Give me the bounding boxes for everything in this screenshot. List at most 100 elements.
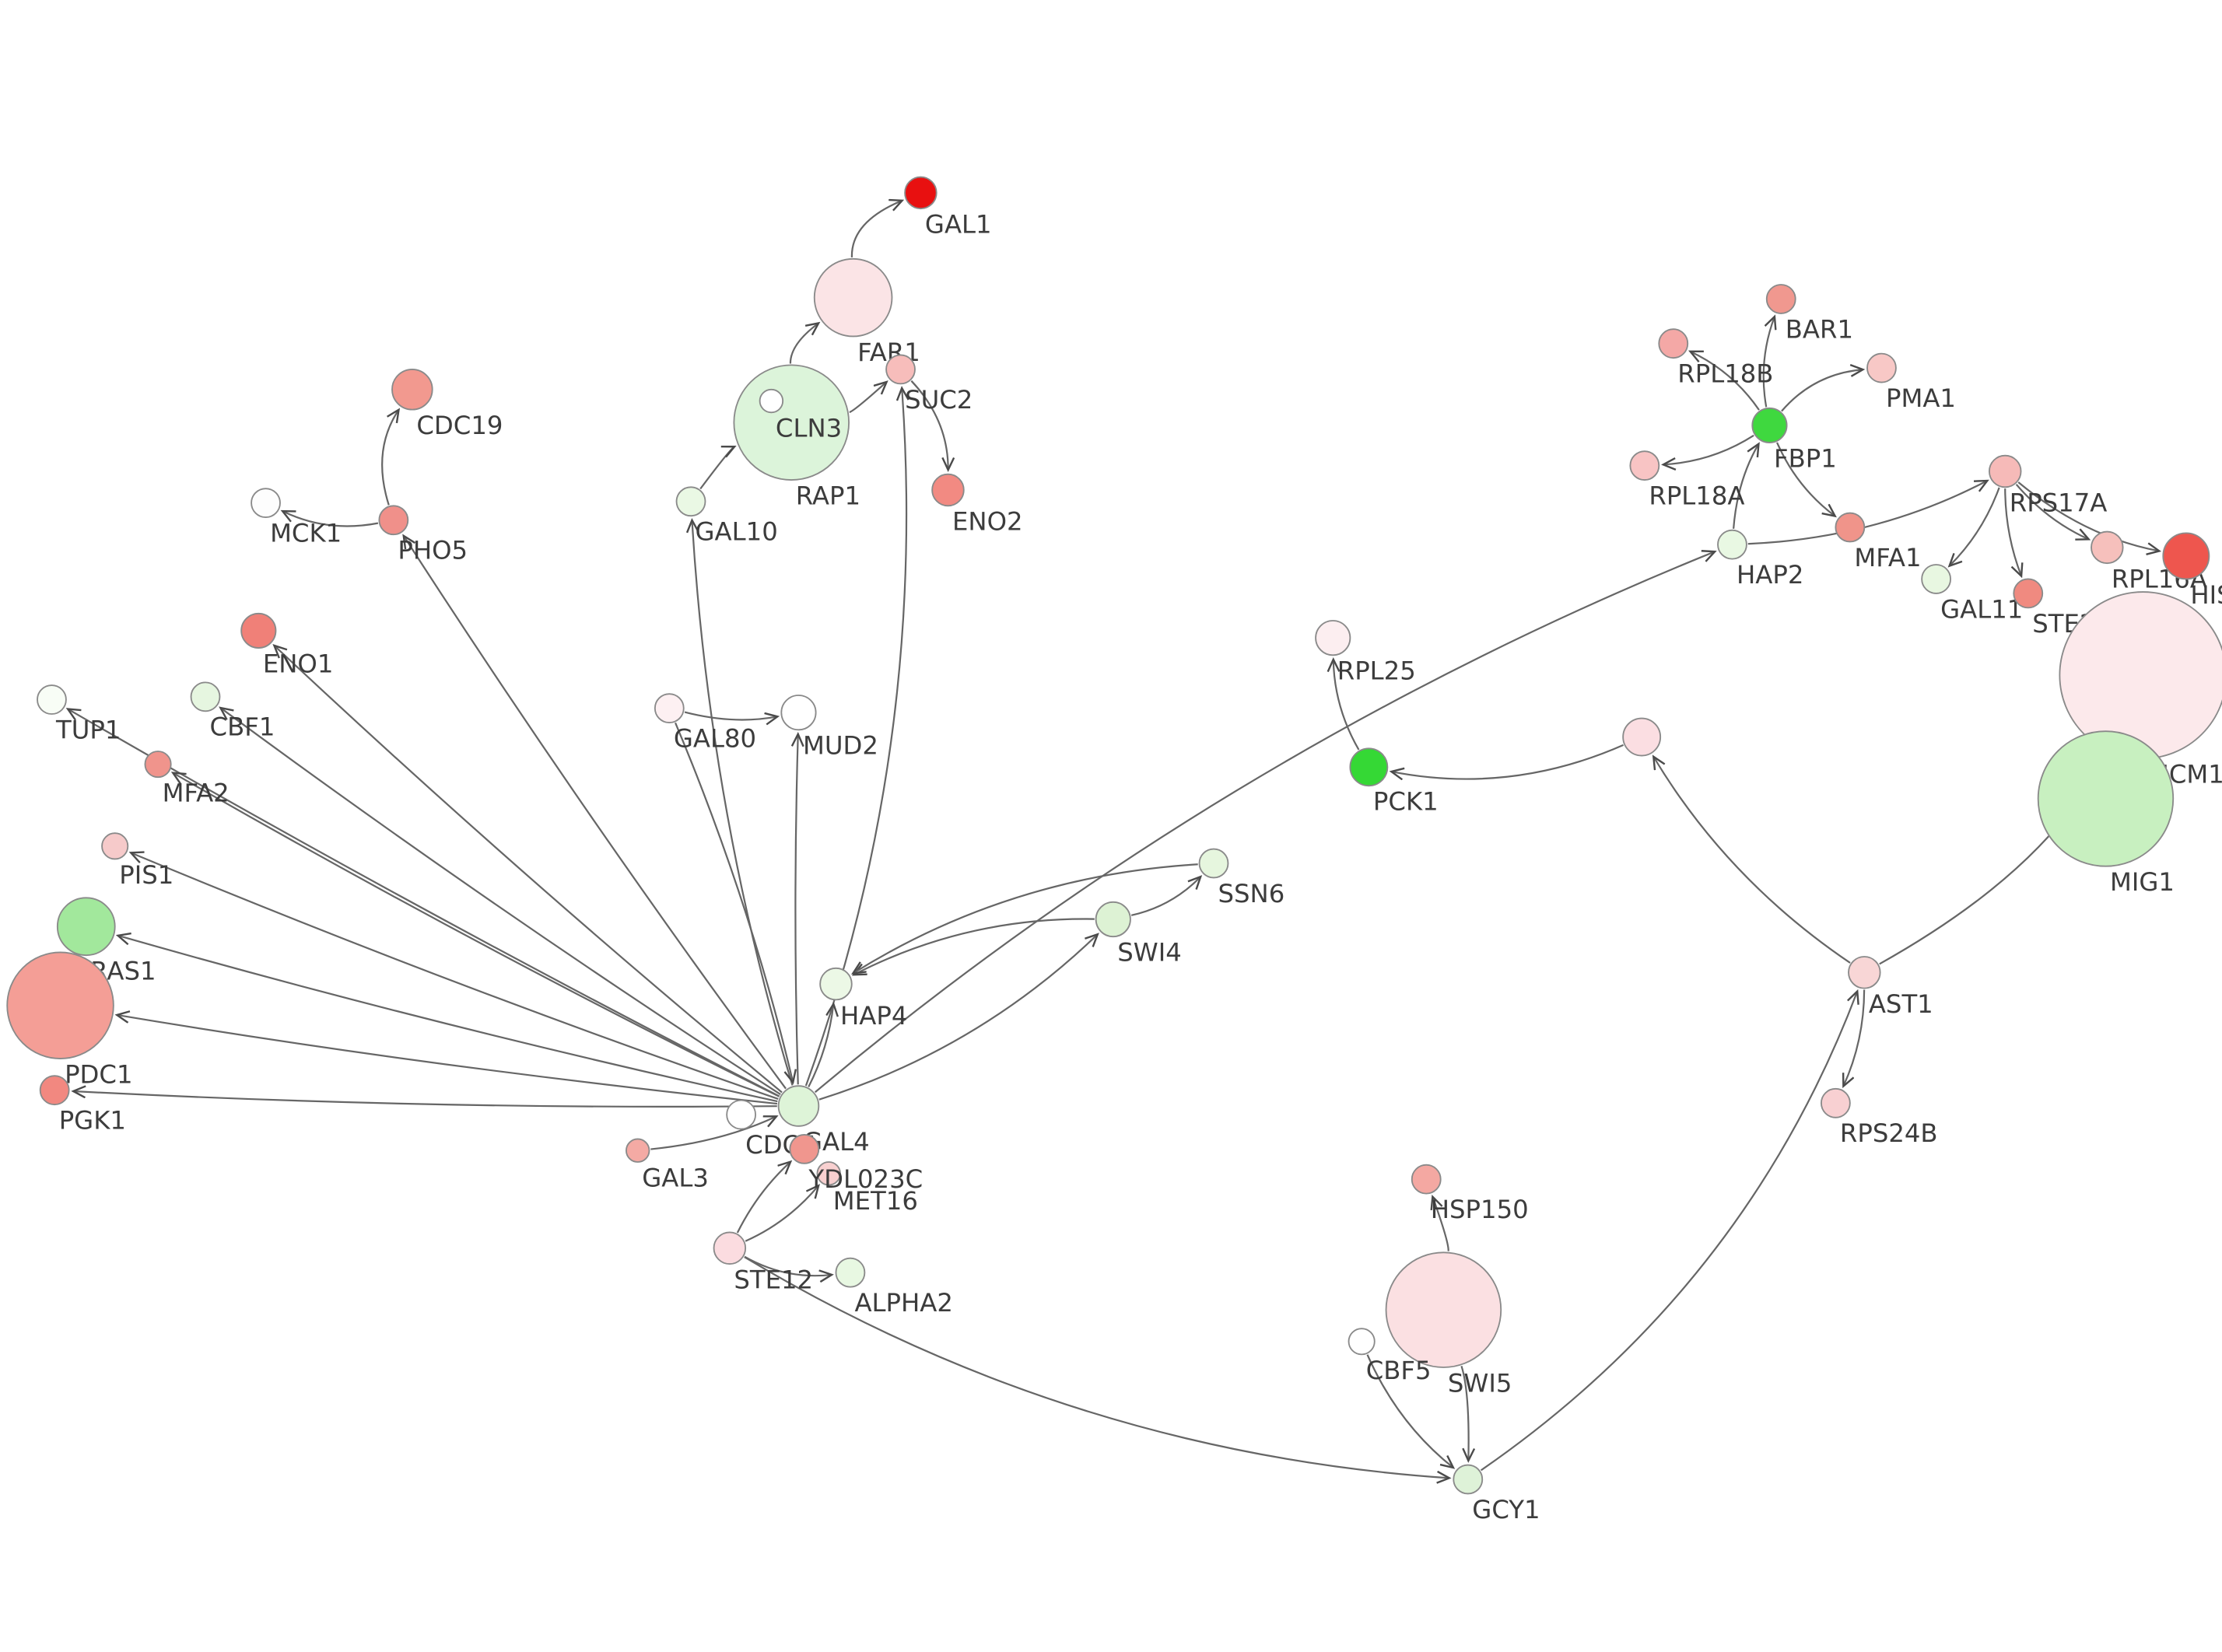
node-pgk1[interactable]: PGK1 [39,1075,126,1136]
edge-gal4-mfa2[interactable] [173,773,780,1097]
edge-rps17a-his4[interactable] [2017,481,2159,551]
node-rps24b[interactable]: RPS24B [1821,1087,1938,1148]
edge-unnamed1-pck1[interactable] [1391,744,1624,779]
edge-ast1-rps24b[interactable] [1843,989,1866,1086]
node-alpha2[interactable]: ALPHA2 [835,1257,953,1318]
node-cbf1[interactable]: CBF1 [190,681,275,742]
node-hap2[interactable]: HAP2 [1717,529,1803,590]
node-gal4[interactable]: GAL4 [777,1085,870,1157]
node-circle-ste2[interactable] [2013,578,2044,609]
node-eno2[interactable]: ENO2 [931,473,1023,537]
edge-far1-gal1[interactable] [850,201,902,257]
node-circle-swi5[interactable] [1385,1251,1502,1368]
edge-suc2-eno2[interactable] [910,380,948,470]
node-cbf5[interactable]: CBF5 [1348,1328,1432,1385]
edge-cbf5-gcy1[interactable] [1366,1354,1453,1468]
edge-rap1-far1[interactable] [789,323,818,364]
edge-ste12-alpha2[interactable] [744,1255,832,1276]
edge-fbp1-bar1[interactable] [1762,317,1775,408]
node-circle-bar1[interactable] [1765,284,1796,314]
edge-gal4-pgk1[interactable] [73,1091,777,1108]
edge-rps17a-rpl16a[interactable] [2015,484,2089,540]
node-circle-mud2[interactable] [780,695,817,731]
node-rpl18b[interactable]: RPL18B [1658,328,1773,389]
node-circle-suc2[interactable] [885,354,916,385]
node-circle-gcy1[interactable] [1453,1464,1484,1495]
node-circle-cbf5[interactable] [1348,1328,1376,1356]
node-circle-pdc1[interactable] [6,951,114,1060]
edge-fbp1-rpl18a[interactable] [1663,434,1754,464]
node-circle-gal10[interactable] [675,486,706,517]
node-his4[interactable]: HIS4 [2162,532,2222,610]
edge-pck1-rpl25[interactable] [1334,660,1360,751]
edge-gal80-gal4[interactable] [675,722,793,1082]
node-circle-mfa1[interactable] [1835,512,1866,543]
edge-ste12-gcy1[interactable] [744,1256,1449,1478]
node-mfa2[interactable]: MFA2 [144,751,230,808]
edge-gal10-rap1[interactable] [699,446,734,490]
edge-swi5-gcy1[interactable] [1460,1366,1468,1461]
node-circle-mfa2[interactable] [144,751,172,779]
edge-gal4-eno1[interactable] [274,646,783,1094]
node-circle-gal4[interactable] [777,1085,820,1127]
edge-ste12-ydl023c[interactable] [736,1162,790,1234]
edge-gal4-hap2[interactable] [814,551,1715,1094]
node-gal11[interactable]: GAL11 [1921,564,2023,624]
node-ste12[interactable]: STE12 [713,1231,814,1294]
edge-rps17a-ste2[interactable] [2004,488,2021,576]
edge-gcy1-ast1[interactable] [1480,991,1858,1472]
edge-hap2-rps17a[interactable] [1747,481,1988,545]
node-circle-pis1[interactable] [101,832,129,860]
edge-swi4-hap4[interactable] [853,918,1095,975]
node-cln3[interactable]: CLN3 [759,388,843,443]
edge-fbp1-pma1[interactable] [1781,369,1863,412]
node-rpl25[interactable]: RPL25 [1315,620,1416,686]
node-circle-cdc6[interactable] [726,1099,756,1130]
node-circle-eno2[interactable] [931,473,965,507]
node-circle-gal3[interactable] [626,1138,650,1163]
node-pis1[interactable]: PIS1 [101,832,173,890]
node-hap4[interactable]: HAP4 [819,967,907,1031]
node-circle-gal1[interactable] [904,176,938,210]
node-gcy1[interactable]: GCY1 [1453,1464,1540,1524]
node-circle-pma1[interactable] [1866,352,1897,383]
node-circle-mcm1[interactable] [2059,591,2222,760]
node-circle-ras1[interactable] [56,897,116,957]
node-circle-his4[interactable] [2162,532,2210,580]
edge-pho5-cdc19[interactable] [381,410,398,506]
node-circle-pck1[interactable] [1349,747,1389,787]
node-circle-eno1[interactable] [240,612,277,649]
node-circle-cln3[interactable] [759,388,784,414]
edge-gal4-ras1[interactable] [118,936,778,1103]
edge-swi4-ssn6[interactable] [1130,877,1200,916]
node-rpl18a[interactable]: RPL18A [1629,450,1744,510]
node-mud2[interactable]: MUD2 [780,695,878,761]
node-pdc1[interactable]: PDC1 [6,951,133,1089]
node-pck1[interactable]: PCK1 [1349,747,1439,817]
node-circle-cdc19[interactable] [391,369,433,411]
edge-gal4-pis1[interactable] [131,852,779,1101]
edge-hap2-fbp1[interactable] [1733,444,1758,529]
node-mfa1[interactable]: MFA1 [1835,512,1922,572]
node-circle-rpl25[interactable] [1315,620,1351,656]
node-circle-mig1[interactable] [2037,730,2175,867]
node-gal10[interactable]: GAL10 [675,486,778,547]
node-gal80[interactable]: GAL80 [654,693,756,753]
node-circle-fbp1[interactable] [1751,407,1788,443]
node-circle-tup1[interactable] [37,684,67,715]
node-circle-ssn6[interactable] [1198,848,1229,879]
node-unnamed1[interactable] [1622,717,1662,757]
edge-swi5-hsp150[interactable] [1432,1197,1449,1251]
node-circle-gal80[interactable] [654,693,685,723]
node-swi4[interactable]: SWI4 [1095,901,1182,968]
node-circle-ydl023c[interactable] [789,1134,820,1164]
node-circle-ste12[interactable] [713,1231,747,1265]
edge-rps17a-gal11[interactable] [1950,487,2000,566]
node-far1[interactable]: FAR1 [813,257,920,367]
node-rps17a[interactable]: RPS17A [1989,454,2107,518]
node-mck1[interactable]: MCK1 [251,488,342,548]
edge-ssn6-hap4[interactable] [853,863,1198,973]
node-pma1[interactable]: PMA1 [1866,352,1956,413]
edge-fbp1-rpl18b[interactable] [1691,352,1760,411]
node-bar1[interactable]: BAR1 [1765,284,1853,344]
